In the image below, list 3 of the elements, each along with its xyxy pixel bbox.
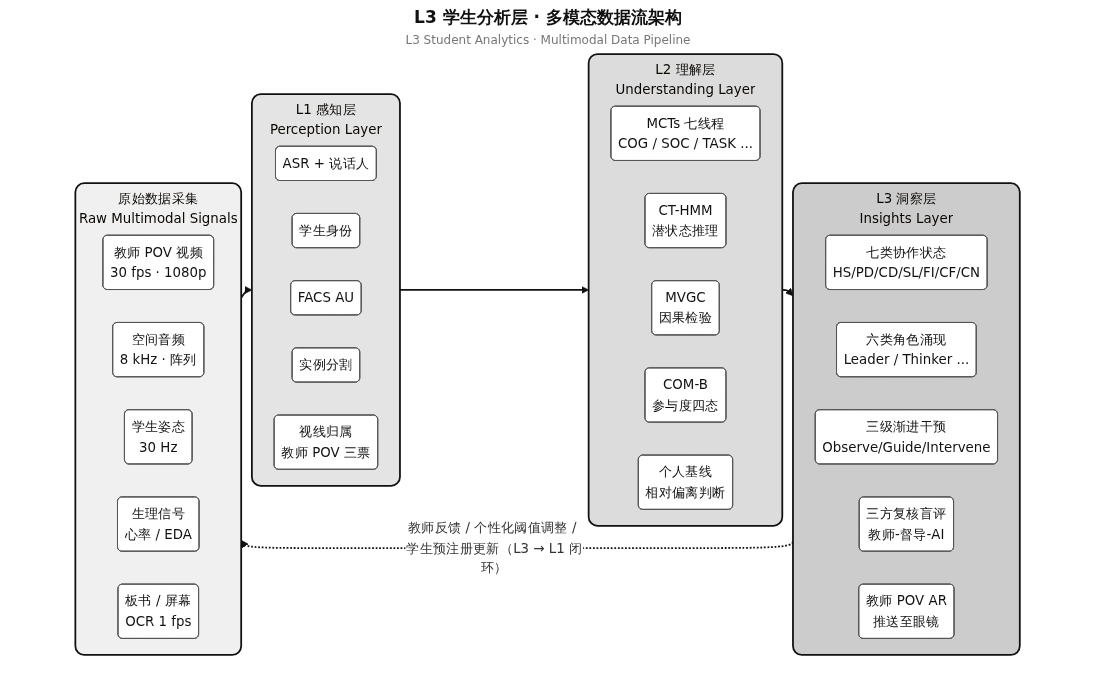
- title: L3 学生分析层 · 多模态数据流架构: [413, 6, 683, 29]
- edge-label: 教师反馈 / 个性化阈值调整 / 学生预注册更新（L3 → L1 闭环）: [406, 519, 583, 576]
- subtitle: L3 Student Analytics · Multimodal Data Pipeline: [404, 33, 692, 47]
